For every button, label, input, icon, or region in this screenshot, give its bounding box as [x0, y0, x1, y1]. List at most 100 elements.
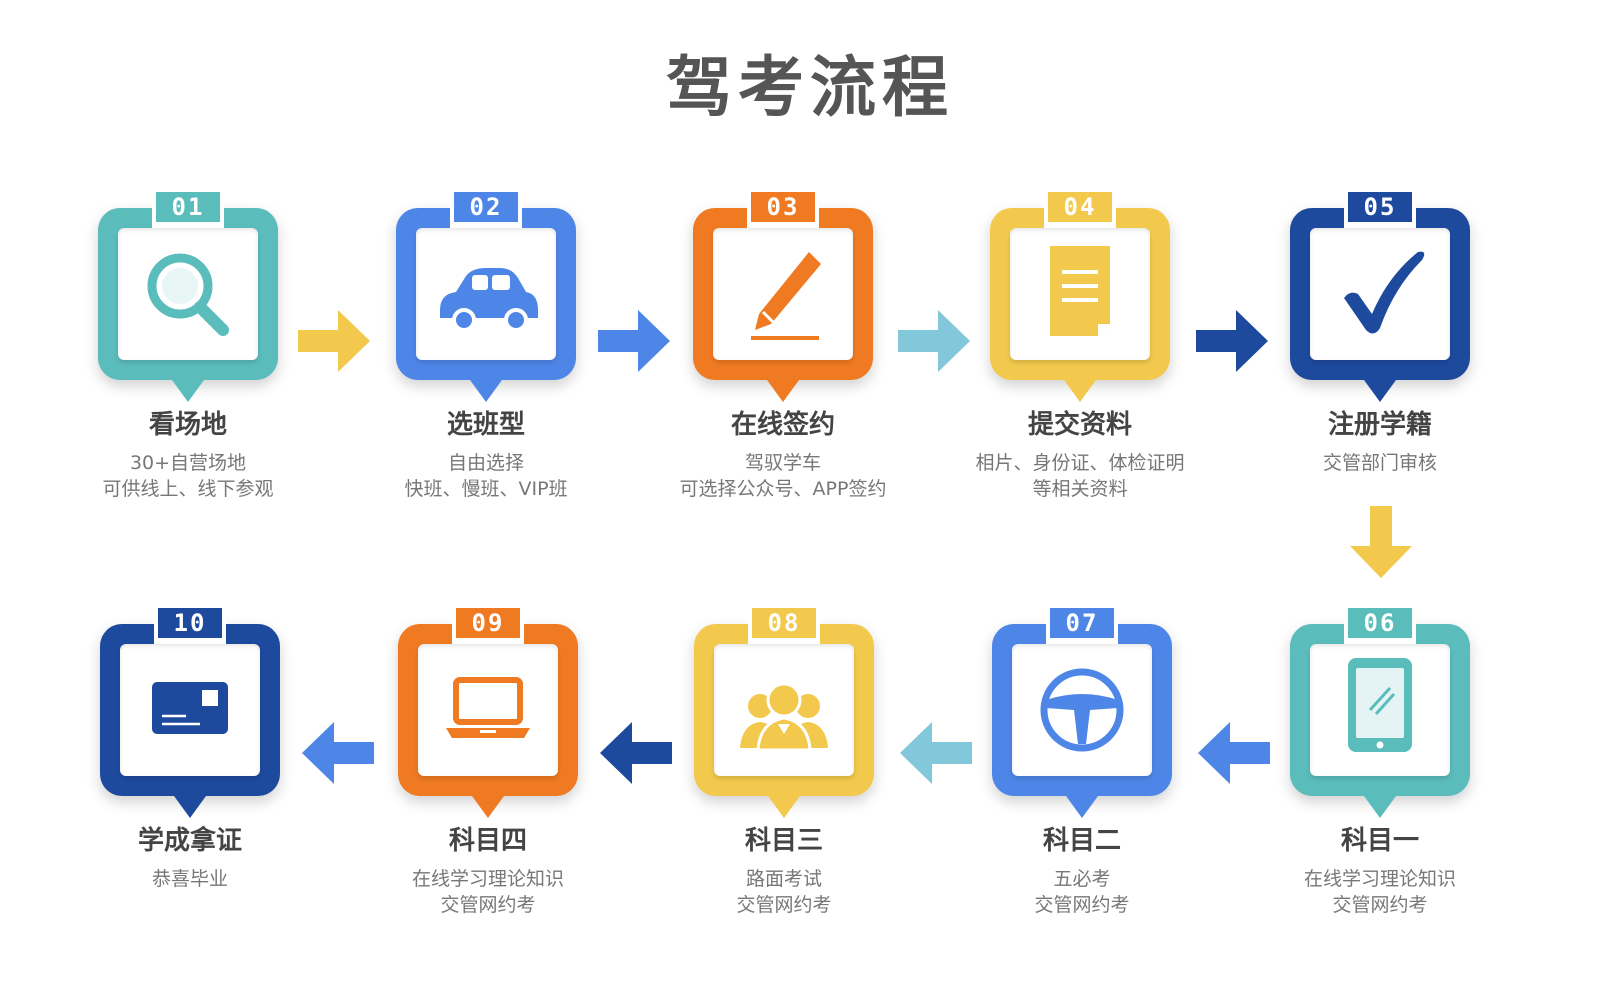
- step-card: 09: [388, 604, 588, 818]
- step-label: 科目二: [1042, 826, 1121, 856]
- step-card: 03: [683, 188, 883, 402]
- pen-icon: [713, 228, 853, 360]
- step-number: 06: [1348, 608, 1412, 638]
- step-panel: [1310, 228, 1450, 360]
- step-description-line: 路面考试: [745, 868, 822, 890]
- step-description: 驾驭学车可选择公众号、APP签约: [623, 450, 943, 502]
- step-pointer: [174, 796, 206, 818]
- arrow-right-icon: [598, 310, 670, 372]
- step-label: 选班型: [446, 410, 525, 440]
- step-label: 科目一: [1340, 826, 1419, 856]
- step-number: 07: [1050, 608, 1114, 638]
- step-description: 恭喜毕业: [30, 866, 350, 892]
- process-step: 10 学成拿证 恭喜毕业: [90, 592, 290, 932]
- process-step: 05 注册学籍 交管部门审核: [1280, 176, 1480, 516]
- step-card: 06: [1280, 604, 1480, 818]
- step-description-line: 快班、慢班、VIP班: [404, 478, 568, 500]
- arrow-left-icon: [900, 722, 972, 784]
- step-description: 相片、身份证、体检证明等相关资料: [920, 450, 1240, 502]
- step-description-line: 在线学习理论知识: [1303, 868, 1456, 890]
- step-number: 03: [751, 192, 815, 222]
- step-description-line: 交管网约考: [1034, 894, 1130, 916]
- step-pointer: [470, 380, 502, 402]
- license-card-icon: [120, 644, 260, 776]
- people-icon: [714, 644, 854, 776]
- step-number: 09: [456, 608, 520, 638]
- document-icon: [1010, 228, 1150, 360]
- step-label: 科目三: [744, 826, 823, 856]
- step-card: 04: [980, 188, 1180, 402]
- search-icon: [118, 228, 258, 360]
- step-number: 10: [158, 608, 222, 638]
- process-step: 01 看场地 30+自营场地可供线上、线下参观: [88, 176, 288, 516]
- arrow-right-icon: [298, 310, 370, 372]
- step-pointer: [768, 796, 800, 818]
- process-step: 09 科目四 在线学习理论知识交管网约考: [388, 592, 588, 932]
- step-card: 01: [88, 188, 288, 402]
- step-pointer: [767, 380, 799, 402]
- step-number: 08: [752, 608, 816, 638]
- arrow-left-icon: [600, 722, 672, 784]
- arrow-right-icon: [898, 310, 970, 372]
- step-description: 30+自营场地可供线上、线下参观: [28, 450, 348, 502]
- arrow-left-icon: [1198, 722, 1270, 784]
- process-step: 02 选班型 自由选择快班、慢班、VIP班: [386, 176, 586, 516]
- step-description-line: 交管网约考: [1332, 894, 1428, 916]
- arrow-down-icon: [1350, 506, 1412, 578]
- arrow-left-icon: [302, 722, 374, 784]
- step-pointer: [1364, 380, 1396, 402]
- step-description-line: 交管网约考: [440, 894, 536, 916]
- step-description-line: 交管网约考: [736, 894, 832, 916]
- step-card: 08: [684, 604, 884, 818]
- step-description: 自由选择快班、慢班、VIP班: [326, 450, 646, 502]
- step-panel: [418, 644, 558, 776]
- step-card: 10: [90, 604, 290, 818]
- step-card: 07: [982, 604, 1182, 818]
- step-description-line: 相片、身份证、体检证明: [975, 452, 1185, 474]
- step-label: 注册学籍: [1327, 410, 1432, 440]
- step-description-line: 驾驭学车: [744, 452, 821, 474]
- arrow-right-icon: [1196, 310, 1268, 372]
- step-number: 01: [156, 192, 220, 222]
- step-pointer: [1064, 380, 1096, 402]
- step-description-line: 可供线上、线下参观: [102, 478, 274, 500]
- car-icon: [416, 228, 556, 360]
- step-description-line: 在线学习理论知识: [411, 868, 564, 890]
- step-number: 05: [1348, 192, 1412, 222]
- step-label: 科目四: [448, 826, 527, 856]
- step-pointer: [172, 380, 204, 402]
- step-label: 提交资料: [1027, 410, 1132, 440]
- step-description-line: 恭喜毕业: [151, 868, 228, 890]
- step-description-line: 30+自营场地: [129, 452, 247, 474]
- checkmark-icon: [1310, 228, 1450, 360]
- step-pointer: [1364, 796, 1396, 818]
- process-step: 06 科目一 在线学习理论知识交管网约考: [1280, 592, 1480, 932]
- step-description: 在线学习理论知识交管网约考: [1220, 866, 1540, 918]
- step-description: 在线学习理论知识交管网约考: [328, 866, 648, 918]
- step-label: 学成拿证: [137, 826, 242, 856]
- step-label: 在线签约: [730, 410, 835, 440]
- step-card: 02: [386, 188, 586, 402]
- step-description-line: 交管部门审核: [1322, 452, 1437, 474]
- steering-wheel-icon: [1012, 644, 1152, 776]
- step-number: 02: [454, 192, 518, 222]
- step-description-line: 等相关资料: [1032, 478, 1128, 500]
- step-pointer: [1066, 796, 1098, 818]
- step-description: 五必考交管网约考: [922, 866, 1242, 918]
- step-card: 05: [1280, 188, 1480, 402]
- process-step: 03 在线签约 驾驭学车可选择公众号、APP签约: [680, 176, 886, 516]
- tablet-icon: [1310, 644, 1450, 776]
- step-description: 交管部门审核: [1220, 450, 1540, 476]
- process-step: 04 提交资料 相片、身份证、体检证明等相关资料: [975, 176, 1185, 516]
- process-step: 08 科目三 路面考试交管网约考: [684, 592, 884, 932]
- step-description-line: 五必考: [1053, 868, 1111, 890]
- step-number: 04: [1048, 192, 1112, 222]
- step-pointer: [472, 796, 504, 818]
- step-description-line: 自由选择: [447, 452, 524, 474]
- step-description: 路面考试交管网约考: [624, 866, 944, 918]
- process-step: 07 科目二 五必考交管网约考: [982, 592, 1182, 932]
- page-title: 驾考流程: [666, 49, 954, 126]
- step-description-line: 可选择公众号、APP签约: [679, 478, 887, 500]
- step-label: 看场地: [148, 410, 227, 440]
- laptop-icon: [418, 644, 558, 776]
